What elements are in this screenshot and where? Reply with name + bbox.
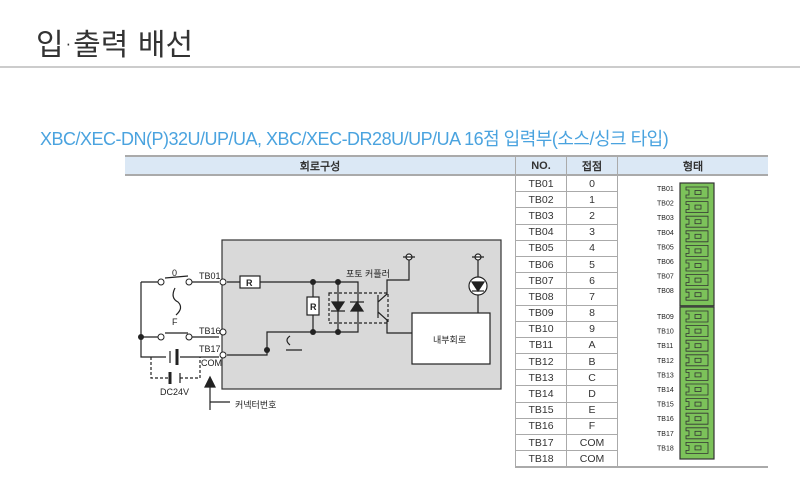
terminal-slot	[685, 383, 709, 396]
tb01-label: TB01	[199, 271, 221, 281]
terminal-slot	[685, 230, 709, 243]
terminal-label: TB15	[657, 402, 674, 409]
terminal-no: TB04	[515, 223, 567, 241]
terminal-label: TB06	[657, 259, 674, 266]
resistor-label: R	[246, 278, 253, 288]
terminal-screw-icon	[694, 190, 702, 195]
terminal-slot	[685, 245, 709, 257]
tb16-label: TB16	[199, 326, 221, 336]
terminal-slot	[685, 325, 709, 337]
header-shape: 형태	[617, 155, 768, 176]
terminal-slot	[685, 354, 709, 367]
header-circuit: 회로구성	[125, 155, 516, 176]
terminal-slot	[685, 274, 709, 286]
terminal-slot	[685, 201, 709, 213]
contact: 0	[566, 174, 618, 193]
terminal-label: TB05	[657, 244, 674, 251]
terminal-label: TB17	[657, 431, 674, 438]
terminal-label: TB02	[657, 201, 674, 208]
terminal-slot	[685, 259, 709, 272]
terminal-no: TB10	[515, 320, 567, 338]
terminal-no: TB09	[515, 304, 567, 322]
terminal-label: TB14	[657, 387, 674, 394]
terminal-label: TB10	[657, 329, 674, 336]
divider	[0, 66, 800, 68]
power-label: DC24V	[160, 387, 189, 397]
terminal-label: TB18	[657, 445, 674, 452]
resistor-label-2: R	[310, 302, 317, 312]
terminal-slot	[685, 427, 709, 440]
header-contact: 접점	[566, 155, 618, 176]
photocoupler-label: 포토 커플러	[346, 269, 390, 279]
terminal-label: TB07	[657, 274, 674, 281]
terminal-label: TB08	[657, 288, 674, 295]
terminal-label: TB03	[657, 215, 674, 222]
terminal-slot	[685, 398, 709, 410]
terminal-block	[679, 306, 715, 460]
section-title: XBC/XEC-DN(P)32U/UP/UA, XBC/XEC-DR28U/UP…	[40, 129, 669, 149]
contact: COM	[566, 450, 618, 469]
terminal-screw-icon	[694, 372, 702, 378]
terminal-screw-icon	[694, 314, 702, 319]
tb17-label: TB17	[199, 344, 221, 354]
terminal-slot	[685, 186, 709, 199]
terminal-label: TB12	[657, 358, 674, 365]
terminal-slot	[685, 288, 709, 301]
com-label: COM	[201, 358, 222, 368]
switch-0-label: 0	[172, 268, 177, 278]
terminal-label: TB11	[657, 343, 673, 350]
terminal-slot	[685, 339, 709, 352]
terminal-label: TB04	[657, 230, 674, 237]
terminal-slot	[685, 369, 709, 381]
terminal-label: TB16	[657, 416, 674, 423]
terminal-screw-icon	[694, 263, 702, 268]
page-title: 입·출력 배선	[36, 28, 194, 63]
terminal-label: TB09	[657, 314, 674, 321]
terminal-screw-icon	[694, 357, 702, 363]
terminal-slot	[685, 442, 709, 454]
terminal-no: TB18	[515, 450, 567, 469]
internal-circuit-label: 내부회로	[433, 335, 466, 345]
terminal-slot	[685, 310, 709, 323]
terminal-screw-icon	[694, 328, 702, 334]
terminal-screw-icon	[694, 248, 702, 254]
switch-f-label: F	[172, 317, 178, 327]
terminal-screw-icon	[694, 445, 702, 451]
table-row: TB17 COM	[125, 433, 768, 452]
terminal-screw-icon	[694, 233, 702, 239]
terminal-screw-icon	[694, 343, 702, 349]
terminal-screw-icon	[694, 401, 702, 407]
internal-circuit-box	[411, 312, 491, 365]
connector-number-label: 커넥터번호	[235, 400, 276, 410]
contact: 8	[566, 304, 618, 322]
terminal-slot	[685, 215, 709, 228]
header-no: NO.	[515, 155, 567, 176]
terminal-slot	[685, 412, 709, 425]
terminal-label: TB13	[657, 372, 674, 379]
terminal-screw-icon	[694, 416, 702, 422]
terminal-screw-icon	[694, 219, 702, 225]
terminal-screw-icon	[694, 204, 702, 210]
terminal-screw-icon	[694, 430, 702, 436]
terminal-label: TB01	[657, 186, 674, 193]
contact: COM	[566, 433, 618, 452]
terminal-screw-icon	[694, 277, 702, 283]
terminal-screw-icon	[694, 387, 702, 392]
terminal-screw-icon	[694, 292, 702, 298]
